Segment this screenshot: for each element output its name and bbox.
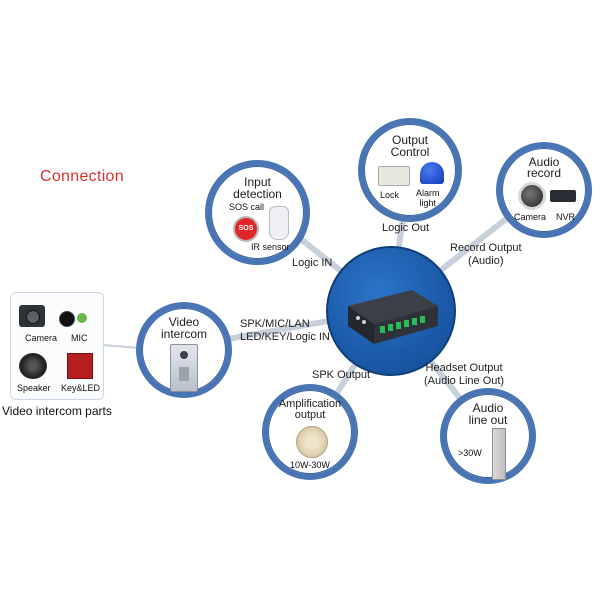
node-title-line1: Amplification xyxy=(278,398,342,410)
nvr-icon xyxy=(550,190,576,202)
central-device-node xyxy=(326,246,456,376)
lineout-power-label: >30W xyxy=(458,448,482,458)
ir-sensor-label: IR sensor xyxy=(251,242,290,252)
part-mic-label: MIC xyxy=(71,333,88,343)
mic-green-icon xyxy=(77,313,87,323)
alarm-light-icon xyxy=(420,162,444,184)
node-title-line2: record xyxy=(526,166,561,180)
sos-button-icon: SOS xyxy=(233,216,259,242)
audio-line-out-node: Audio line out >30W xyxy=(440,388,536,484)
alarm-light-label: Alarm light xyxy=(416,188,440,208)
part-camera-label: Camera xyxy=(25,333,58,343)
edge-label-record-output: Record Output (Audio) xyxy=(450,242,522,268)
spk-mic-line1: SPK/MIC/LAN xyxy=(240,318,310,330)
node-title-line2: line out xyxy=(468,413,508,427)
record-output-line2: (Audio) xyxy=(468,255,504,267)
video-intercom-parts-panel: Camera MIC Speaker Key&LED xyxy=(10,292,104,400)
node-title-line2: Control xyxy=(390,145,430,159)
camera-lens-icon xyxy=(26,310,40,324)
edge-label-logic-in: Logic IN xyxy=(292,257,333,269)
device-icon xyxy=(348,290,438,344)
edge-label-logic-out: Logic Out xyxy=(382,222,430,234)
video-intercom-node: Video intercom xyxy=(136,302,232,398)
input-detection-node: Input detection SOS call SOS IR sensor xyxy=(205,160,310,265)
link-parts xyxy=(101,344,141,349)
edge-label-headset-output: Headset Output (Audio Line Out) xyxy=(424,362,504,388)
parts-caption: Video intercom parts xyxy=(2,404,112,418)
node-title-line2: intercom xyxy=(160,327,207,341)
intercom-camera-icon xyxy=(180,351,188,359)
sos-call-label: SOS call xyxy=(229,202,265,212)
node-title-line1: Output xyxy=(391,133,429,147)
node-title-line1: Video xyxy=(168,315,200,329)
mic-icon xyxy=(59,311,75,327)
node-title-line1: Audio xyxy=(472,401,504,415)
alarm-label-line2: light xyxy=(419,198,437,208)
headset-line2: (Audio Line Out) xyxy=(424,375,505,387)
lock-icon xyxy=(378,166,410,186)
edge-label-spk-output: SPK Output xyxy=(312,369,371,381)
lock-label: Lock xyxy=(380,190,400,200)
output-control-node: Output Control Lock Alarm light xyxy=(358,118,462,222)
intercom-keypad-icon xyxy=(179,367,189,381)
audio-record-node: Audio record Camera NVR xyxy=(496,142,592,238)
record-output-line1: Record Output xyxy=(450,242,522,254)
camera-module-icon xyxy=(19,305,45,327)
page-title: Connection xyxy=(40,168,124,185)
node-title-line1: Input xyxy=(244,175,271,189)
headset-line1: Headset Output xyxy=(425,362,503,374)
ir-sensor-icon xyxy=(269,206,289,240)
spk-mic-line2: LED/KEY/Logic IN xyxy=(240,331,330,343)
speaker-part-icon xyxy=(19,353,47,379)
part-speaker-label: Speaker xyxy=(17,383,51,393)
camera-icon xyxy=(518,182,546,210)
node-title-line2: detection xyxy=(233,187,282,201)
node-title-line2: output xyxy=(294,409,326,421)
amplification-output-node: Amplification output 10W-30W xyxy=(262,384,358,480)
camera-label: Camera xyxy=(514,212,547,222)
key-led-icon xyxy=(67,353,93,379)
ceiling-speaker-icon xyxy=(296,426,328,458)
nvr-label: NVR xyxy=(556,212,576,222)
edge-label-spk-mic: SPK/MIC/LAN LED/KEY/Logic IN xyxy=(240,318,330,344)
amp-power-label: 10W-30W xyxy=(290,460,330,470)
part-key-led-label: Key&LED xyxy=(61,383,101,393)
intercom-panel-icon xyxy=(170,344,198,392)
alarm-label-line1: Alarm xyxy=(416,188,440,198)
column-speaker-icon xyxy=(492,428,506,480)
node-title-line1: Audio xyxy=(528,155,560,169)
